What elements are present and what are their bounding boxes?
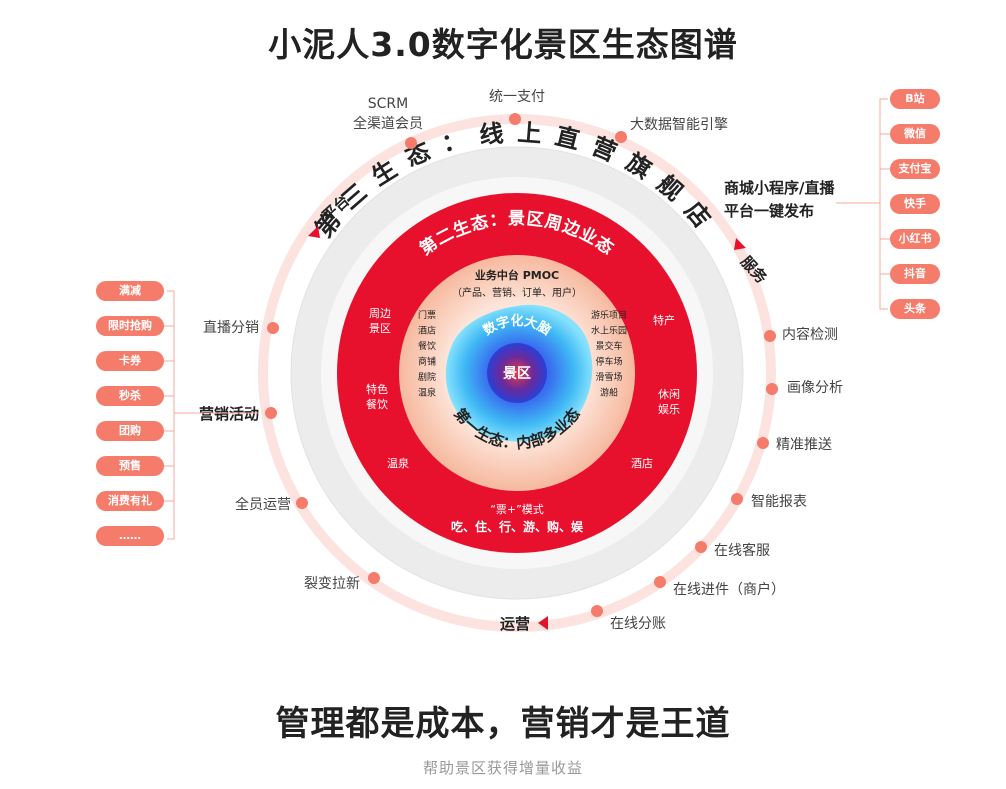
first-ecosystem-item: 餐饮: [418, 340, 436, 352]
right-bracket-ticks: [880, 133, 890, 275]
hub-title: 业务中台 PMOC: [475, 268, 559, 282]
platform-pill: 抖音: [890, 264, 940, 284]
first-ecosystem-item: 景交车: [595, 340, 622, 352]
left-bracket: [167, 290, 259, 540]
node-dot: [405, 137, 417, 149]
outer-nodes: [265, 113, 778, 617]
arc-label-operation: 运营: [500, 615, 530, 633]
core-circle: [487, 343, 547, 403]
marketing-pill: 团购: [96, 421, 164, 441]
label-member: 全渠道会员: [353, 115, 423, 132]
platform-pill: 小红书: [890, 229, 940, 249]
second-ecosystem-item: 特产: [653, 313, 675, 327]
label-pay: 统一支付: [489, 89, 545, 105]
second-ecosystem-item: 特色餐饮: [366, 382, 388, 411]
node-dot: [654, 576, 666, 588]
first-ecosystem-item: 游船: [600, 387, 618, 399]
subtitle: 帮助景区获得增量收益: [422, 759, 583, 777]
left-bracket-ticks: [164, 325, 174, 502]
label-image: 画像分析: [787, 380, 843, 396]
platform-pill: 支付宝: [890, 159, 940, 179]
platform-pill: 微信: [890, 124, 940, 144]
label-publish-2: 平台一键发布: [724, 202, 814, 220]
node-dot: [265, 407, 277, 419]
label-stock: 在线进件（商户）: [673, 581, 785, 598]
label-report: 智能报表: [751, 494, 807, 510]
label-bigdata: 大数据智能引擎: [630, 117, 728, 133]
platform-pill: B站: [890, 89, 940, 109]
second-ecosystem-item: 温泉: [387, 456, 409, 470]
first-ecosystem-item: 游乐项目: [591, 309, 627, 321]
second-ecosystem-items: 周边景区特产特色餐饮休闲娱乐温泉酒店: [366, 307, 680, 470]
label-fission: 裂变拉新: [304, 576, 360, 592]
hub-subtitle: （产品、营销、订单、用户）: [452, 286, 582, 299]
marketing-pill: 限时抢购: [96, 316, 164, 336]
node-dot: [296, 497, 308, 509]
first-ecosystem-item: 剧院: [418, 371, 436, 383]
marketing-pill: 满减: [96, 281, 164, 301]
node-dot: [764, 330, 776, 342]
node-dot: [695, 541, 707, 553]
marketing-pill: ……: [96, 526, 164, 546]
node-dot: [766, 383, 778, 395]
first-ecosystem-item: 酒店: [418, 325, 436, 337]
operation-arrow: [538, 616, 548, 630]
label-scrm: SCRM: [368, 96, 408, 112]
label-content: 内容检测: [782, 326, 838, 343]
node-dot: [509, 113, 521, 125]
platform-arrow: [308, 226, 320, 238]
node-dot: [757, 437, 769, 449]
second-ecosystem-item: 周边景区: [369, 307, 391, 335]
page-title: 小泥人3.0数字化景区生态图谱: [268, 25, 738, 64]
marketing-pill: 预售: [96, 456, 164, 476]
first-ecosystem-item: 滑雪场: [595, 372, 622, 383]
marketing-pill: 秒杀: [96, 386, 164, 406]
model-title: “票+”模式: [490, 503, 544, 516]
second-ecosystem-item: 休闲娱乐: [658, 387, 680, 416]
first-ecosystem-item: 水上乐园: [591, 325, 627, 337]
right-bracket: [836, 98, 888, 310]
node-dot: [267, 322, 279, 334]
label-staff: 全员运营: [235, 496, 291, 513]
model-items: 吃、住、行、游、购、娱: [451, 519, 584, 534]
first-ecosystem-item: 温泉: [418, 387, 436, 399]
platform-pill: 头条: [890, 299, 940, 319]
second-ecosystem-item: 酒店: [631, 456, 653, 470]
node-dot: [615, 131, 627, 143]
label-live: 直播分销: [203, 319, 259, 336]
node-dot: [591, 605, 603, 617]
service-arrow: [734, 238, 746, 250]
label-split: 在线分账: [610, 616, 666, 632]
node-dot: [731, 493, 743, 505]
first-ecosystem-item: 门票: [418, 309, 436, 321]
platform-pill: 快手: [890, 194, 940, 214]
marketing-pill: 卡券: [96, 351, 164, 371]
label-campaign: 营销活动: [199, 405, 259, 423]
node-dot: [368, 572, 380, 584]
label-publish-1: 商城小程序/直播: [724, 179, 835, 197]
first-ecosystem-item: 停车场: [595, 356, 622, 368]
label-cs: 在线客服: [714, 542, 770, 559]
core-label: 景区: [503, 366, 531, 382]
first-ecosystem-item: 商铺: [418, 356, 436, 368]
marketing-pill: 消费有礼: [96, 491, 164, 511]
label-push: 精准推送: [776, 437, 832, 453]
slogan: 管理都是成本，营销才是王道: [275, 704, 731, 744]
